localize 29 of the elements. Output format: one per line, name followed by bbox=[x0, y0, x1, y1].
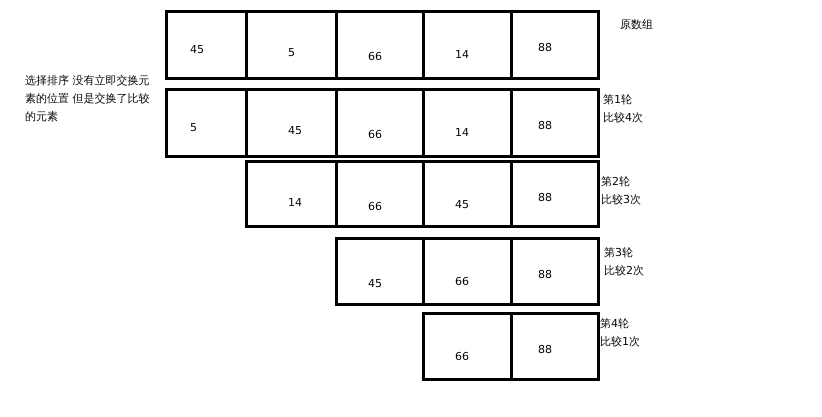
round-label: 第4轮 bbox=[600, 316, 629, 332]
array-cell: 66 bbox=[335, 88, 425, 158]
comparison-count: 比较2次 bbox=[604, 263, 644, 279]
array-cell: 66 bbox=[422, 237, 513, 306]
array-cell: 66 bbox=[335, 10, 425, 80]
caption: 原数组 bbox=[620, 17, 653, 33]
array-cell: 14 bbox=[422, 88, 513, 158]
array-cell: 88 bbox=[510, 237, 600, 306]
array-cell: 45 bbox=[422, 160, 513, 228]
array-cell: 5 bbox=[165, 88, 248, 158]
round-label: 第1轮 bbox=[603, 92, 632, 108]
round-label: 第3轮 bbox=[604, 245, 633, 261]
comparison-count: 比较3次 bbox=[601, 192, 641, 208]
array-cell: 5 bbox=[245, 10, 338, 80]
array-cell: 88 bbox=[510, 312, 600, 381]
array-cell: 45 bbox=[165, 10, 248, 80]
array-cell: 45 bbox=[245, 88, 338, 158]
array-cell: 14 bbox=[245, 160, 338, 228]
array-cell: 88 bbox=[510, 88, 600, 158]
array-cell: 14 bbox=[422, 10, 513, 80]
round-label: 第2轮 bbox=[601, 174, 630, 190]
array-cell: 66 bbox=[335, 160, 425, 228]
array-cell: 88 bbox=[510, 160, 600, 228]
note: 选择排序 没有立即交换元素的位置 但是交换了比较的元素 bbox=[25, 73, 150, 125]
array-cell: 88 bbox=[510, 10, 600, 80]
array-cell: 66 bbox=[422, 312, 513, 381]
array-cell: 45 bbox=[335, 237, 425, 306]
comparison-count: 比较1次 bbox=[600, 334, 640, 350]
comparison-count: 比较4次 bbox=[603, 110, 643, 126]
